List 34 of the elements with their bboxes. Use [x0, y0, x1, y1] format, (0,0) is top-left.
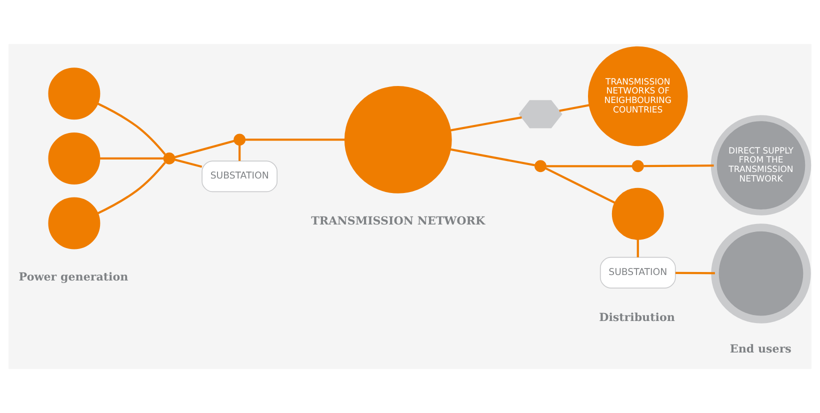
node-circle: [163, 152, 176, 164]
connector: [449, 148, 535, 166]
connector: [174, 140, 234, 158]
label: Power generation: [18, 270, 128, 284]
connector: [644, 164, 714, 168]
node-hexagon: [518, 100, 562, 128]
node-circle: DIRECT SUPPLY FROM THE TRANSMISSION NETWORK: [710, 115, 812, 216]
label: TRANSMISSION NETWORK: [311, 214, 486, 228]
label: End users: [730, 342, 792, 356]
node-circle: [48, 197, 100, 250]
node-circle: [534, 160, 546, 172]
node-circle: [711, 224, 811, 324]
connector: [449, 116, 522, 132]
connector: [96, 102, 166, 155]
connector: [245, 138, 346, 141]
connector: [545, 167, 616, 204]
node-circle: TRANSMISSION NETWORKS OF NEIGHBOURING COUNTRIES: [588, 46, 688, 146]
node-circle: [234, 134, 246, 146]
node-box: SUBSTATION: [202, 160, 278, 192]
connector: [238, 145, 241, 161]
node-circle: [344, 86, 452, 194]
node-circle: [632, 160, 644, 172]
connector: [99, 157, 164, 160]
connector: [96, 162, 166, 215]
connector: [675, 272, 715, 274]
connector: [174, 158, 202, 168]
connector: [559, 104, 590, 112]
node-circle: [48, 132, 100, 184]
label: Distribution: [599, 310, 675, 324]
node-circle: [48, 68, 100, 120]
node-box: SUBSTATION: [600, 256, 676, 288]
connector: [546, 165, 632, 168]
connector: [636, 238, 639, 258]
node-circle: [612, 188, 664, 240]
